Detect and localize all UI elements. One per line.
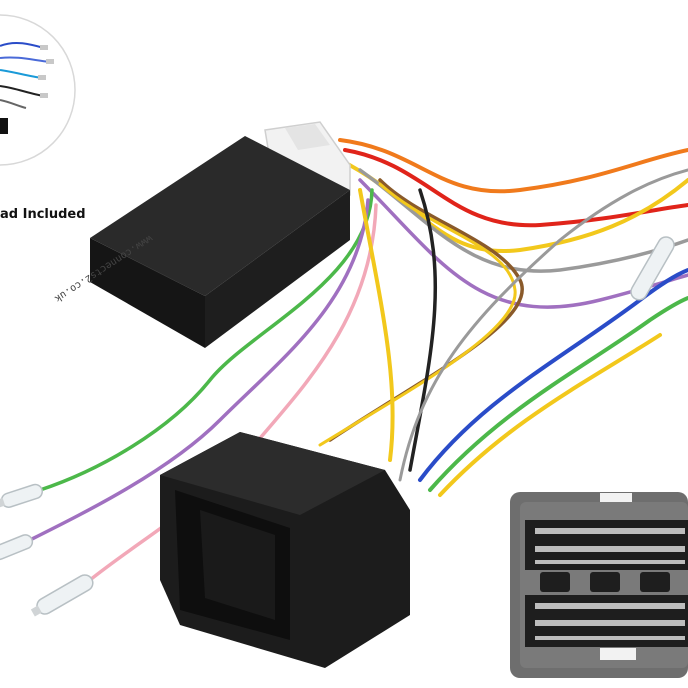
module-side-face — [205, 190, 350, 348]
module-top-face — [90, 136, 350, 296]
bullet-terminal-right — [630, 236, 675, 301]
wire-grey-2 — [398, 168, 688, 482]
wire-grey — [358, 168, 688, 273]
wire-black — [408, 188, 438, 472]
inset-plug — [0, 118, 8, 134]
inset-lead-closeup — [0, 14, 76, 166]
inset-wire-grey — [0, 99, 27, 109]
bullet-terminals-left — [0, 483, 94, 617]
connector-top — [160, 432, 385, 515]
wire-yellow-mid — [358, 188, 395, 462]
bullet-terminal — [0, 534, 34, 561]
wire-violet-right — [358, 178, 688, 309]
wire-violet-left — [28, 198, 370, 542]
inset-terminal — [46, 59, 54, 64]
wire-bundle — [28, 138, 688, 582]
interface-module: www.connects2.co.uk — [52, 136, 350, 348]
inset-terminal — [38, 75, 46, 80]
wire-blue — [418, 268, 688, 482]
wire-yellow-twist — [318, 182, 517, 447]
wire-green-left — [38, 188, 374, 492]
wire-yellow — [338, 158, 688, 254]
inset-terminal — [40, 45, 48, 50]
inset-caption: ad Included — [0, 207, 86, 222]
bullet-terminal — [30, 574, 94, 617]
wire-orange — [338, 138, 688, 194]
connector-closeup — [510, 492, 688, 678]
connector-cavity — [200, 510, 275, 620]
wire-red — [343, 148, 688, 228]
inset-terminal — [40, 93, 48, 98]
inset-circle — [0, 14, 76, 166]
wire-yellow-right — [438, 333, 662, 497]
wire-green-right — [428, 296, 688, 492]
bullet-terminal — [0, 483, 43, 509]
main-connector — [160, 432, 410, 668]
inset-wire-blue-2 — [0, 56, 51, 63]
module-front-face — [90, 238, 205, 348]
